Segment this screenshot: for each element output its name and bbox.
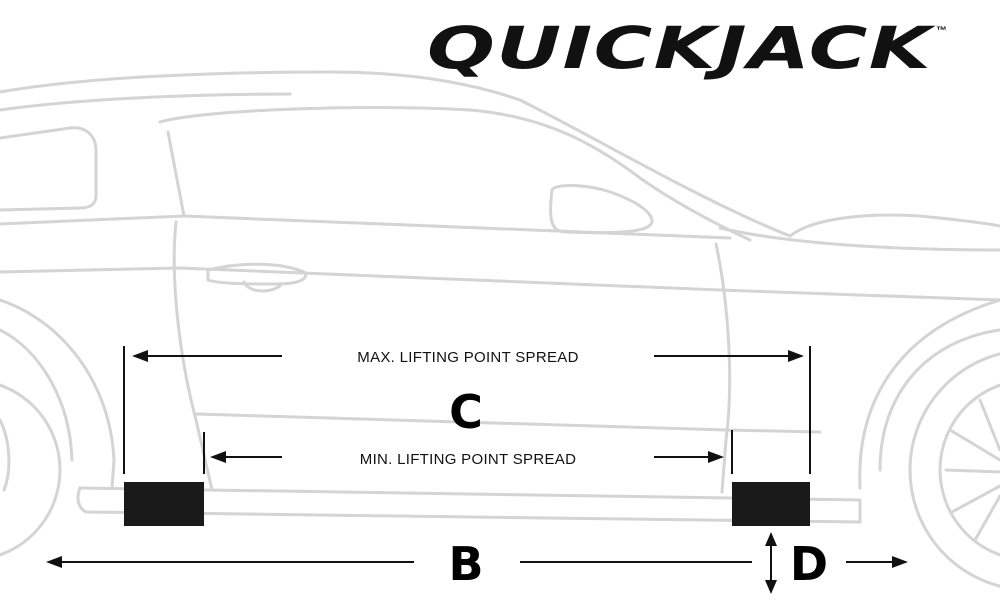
brand-name: QUICKJACK bbox=[427, 14, 936, 82]
dimension-b bbox=[46, 556, 908, 568]
rear-lift-block bbox=[124, 482, 204, 526]
dimension-d-label: D bbox=[790, 537, 828, 591]
min-spread-label: MIN. LIFTING POINT SPREAD bbox=[360, 451, 576, 468]
dimension-b-label: B bbox=[448, 537, 483, 591]
dimension-c bbox=[123, 346, 811, 474]
dimension-c-label: C bbox=[449, 385, 483, 439]
dimension-d-arrow bbox=[765, 532, 777, 594]
quickjack-logo: QUICKJACK ™ bbox=[427, 14, 947, 82]
trademark-symbol: ™ bbox=[936, 25, 947, 37]
car-outline bbox=[0, 70, 1000, 588]
front-lift-block bbox=[732, 482, 810, 526]
max-spread-label: MAX. LIFTING POINT SPREAD bbox=[357, 349, 578, 366]
